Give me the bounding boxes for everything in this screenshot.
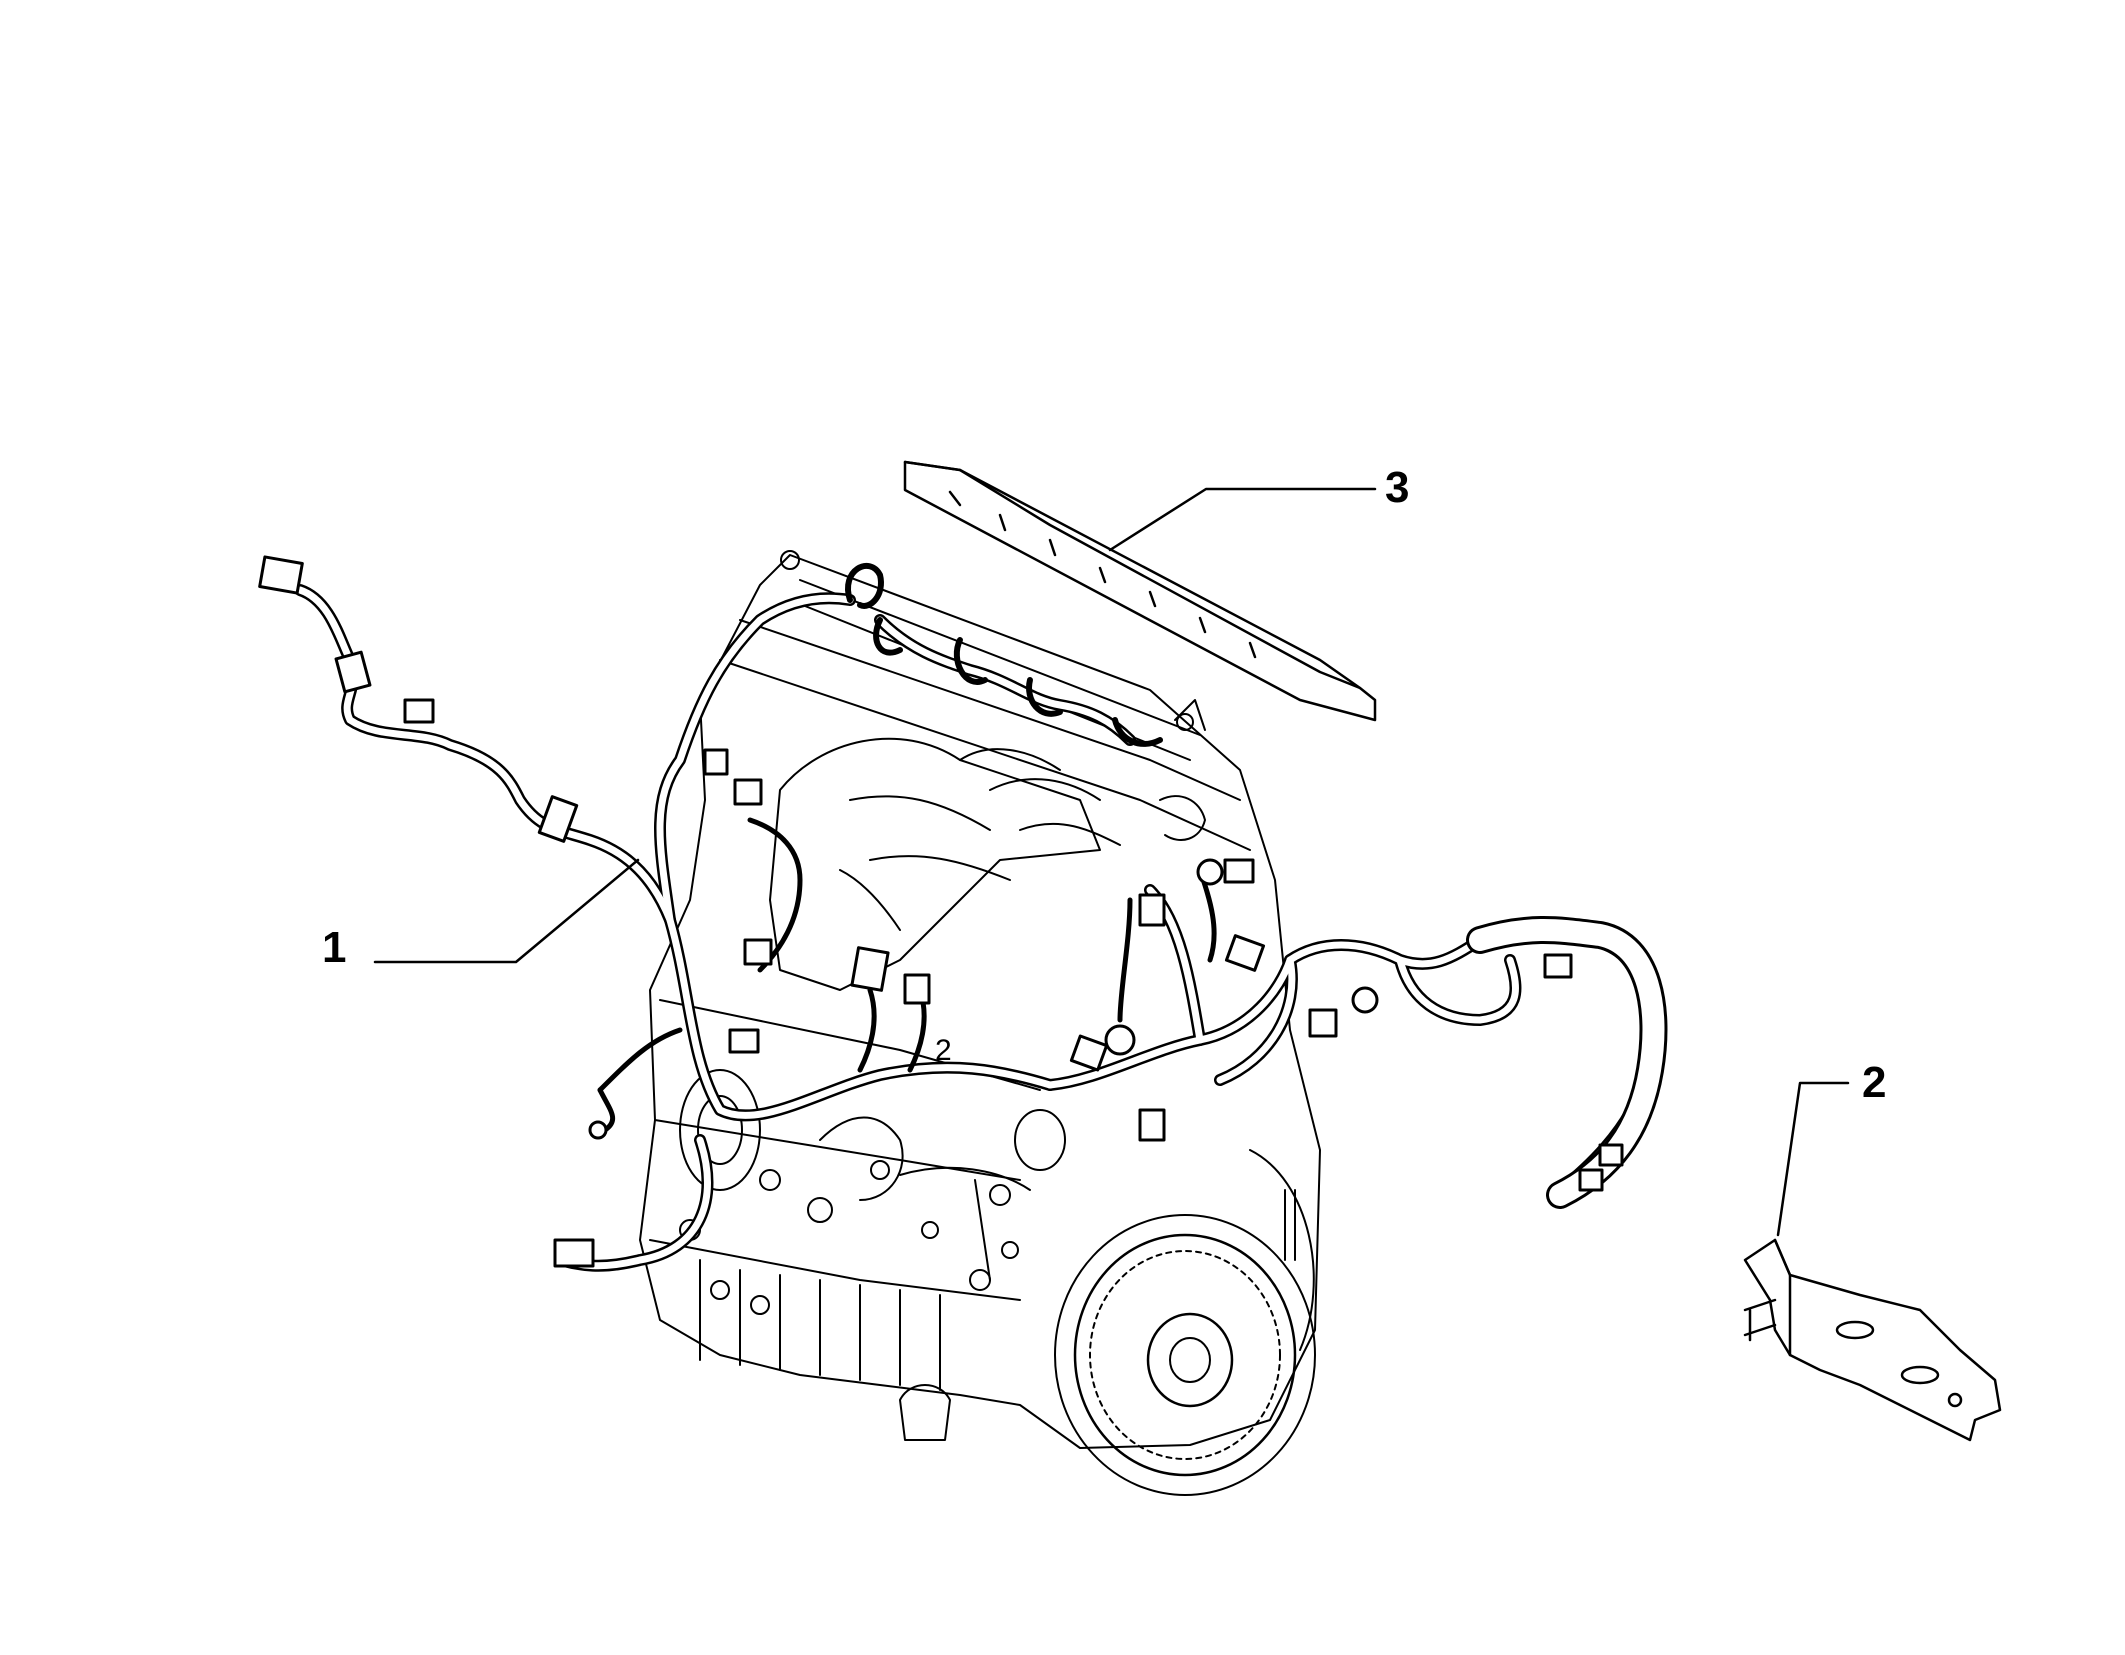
wiring-harness-part-1 bbox=[258, 555, 1668, 1272]
callout-2: 2 bbox=[1862, 1058, 1886, 1107]
leader-line-1 bbox=[373, 858, 640, 964]
leader-line-3 bbox=[1108, 487, 1377, 552]
engine-assembly bbox=[639, 550, 1321, 1496]
harness-inline-mark: 2 bbox=[935, 1034, 952, 1067]
leader-lines bbox=[373, 487, 1850, 1237]
bracket-part-2 bbox=[1743, 1238, 2002, 1442]
callout-3: 3 bbox=[1385, 463, 1409, 512]
harness-cover-part-3 bbox=[903, 460, 1377, 722]
callout-1: 1 bbox=[322, 923, 346, 972]
leader-line-2 bbox=[1776, 1081, 1850, 1237]
